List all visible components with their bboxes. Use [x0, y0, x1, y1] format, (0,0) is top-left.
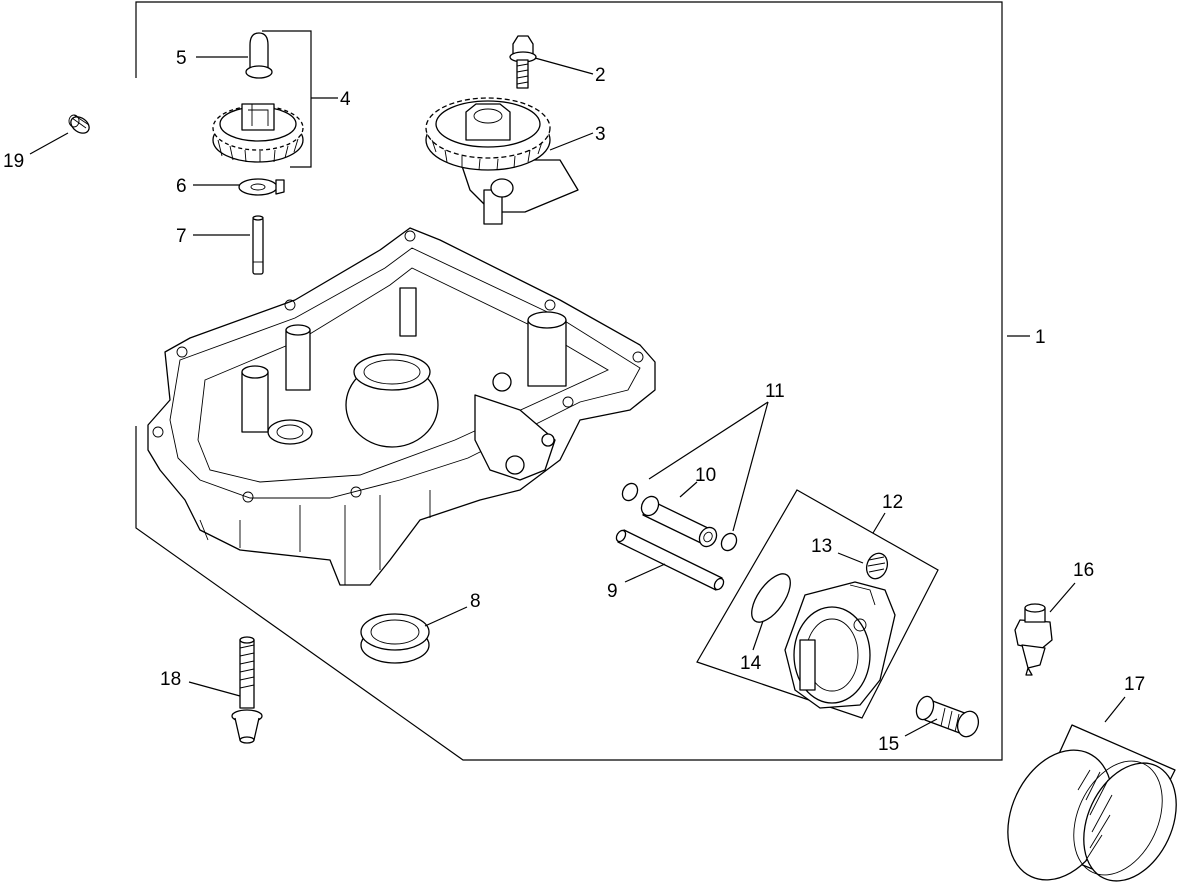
part-18-flange-bolt	[231, 636, 263, 744]
part-11-o-rings	[621, 482, 738, 552]
part-17-oil-filter	[1007, 724, 1177, 882]
part-8-oil-seal	[360, 613, 430, 664]
part-14-gasket	[751, 573, 791, 623]
part-5-pin	[245, 32, 273, 79]
assembly-frame	[135, 1, 1003, 761]
part-19-plug	[68, 114, 90, 134]
part-10-tube	[640, 495, 718, 548]
part-7-shaft	[252, 215, 264, 275]
callout-5: 5	[176, 48, 187, 69]
callout-15: 15	[878, 734, 899, 755]
callout-3: 3	[595, 124, 606, 145]
callout-10: 10	[695, 465, 716, 486]
part-16-pressure-switch	[1014, 603, 1053, 676]
callout-4: 4	[340, 89, 351, 110]
part-12-pump-housing	[784, 581, 896, 709]
part-1-crankcase	[147, 227, 656, 586]
callout-16: 16	[1073, 560, 1094, 581]
callout-14: 14	[740, 653, 762, 674]
callout-8: 8	[470, 591, 481, 612]
callout-12: 12	[882, 492, 903, 513]
callout-1: 1	[1035, 327, 1046, 348]
part-15-screw	[915, 695, 980, 738]
callout-17: 17	[1124, 674, 1145, 695]
callout-11: 11	[765, 381, 785, 402]
part-3-cam-gear	[425, 97, 579, 225]
part-2-bolt	[509, 35, 537, 89]
group-frame-12	[696, 489, 939, 719]
part-9-rod	[615, 529, 725, 591]
leader-lines	[29, 56, 1126, 737]
callout-9: 9	[607, 581, 618, 602]
part-4-governor-gear	[212, 103, 304, 163]
group-bracket-4	[262, 30, 312, 168]
callout-19: 19	[3, 151, 24, 172]
callout-13: 13	[811, 536, 832, 557]
callout-18: 18	[160, 669, 181, 690]
callout-7: 7	[176, 226, 187, 247]
callout-6: 6	[176, 176, 187, 197]
part-13-spring	[865, 552, 889, 580]
callout-2: 2	[595, 65, 606, 86]
part-6-washer	[238, 178, 285, 196]
